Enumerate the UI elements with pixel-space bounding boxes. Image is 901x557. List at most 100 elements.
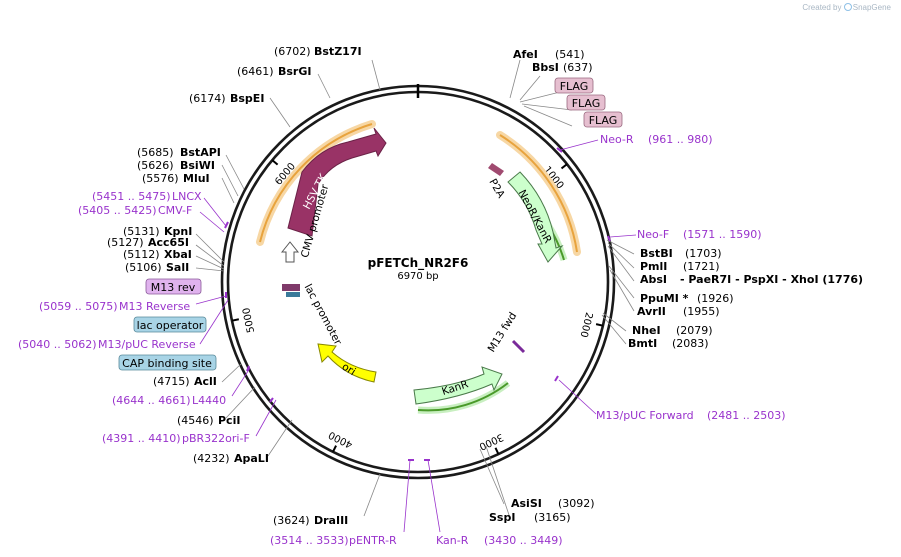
tick-group: 1000 2000 3000 4000 5000 6000 — [231, 159, 604, 455]
hsv-tk-feature[interactable] — [287, 127, 387, 237]
site-bsiwi[interactable]: BsiWI — [180, 159, 215, 172]
m13-fwd-marker — [511, 339, 526, 354]
brand-text: SnapGene — [852, 3, 891, 12]
site-bmti[interactable]: BmtI — [628, 337, 657, 350]
lac-operator-marker — [286, 292, 300, 297]
plasmid-length: 6970 bp — [397, 271, 438, 282]
tick-mark-6000 — [271, 159, 279, 166]
site-bstbi[interactable]: BstBI — [640, 247, 673, 260]
site-pos-bspei: (6174) — [189, 92, 226, 105]
created-by-text: Created by — [802, 3, 842, 12]
site-ppumi[interactable]: PpuMI * — [640, 292, 689, 305]
site-bsrgi[interactable]: BsrGI — [278, 65, 311, 78]
flag-box-1[interactable] — [554, 77, 594, 94]
site-asisi[interactable]: AsiSI — [511, 497, 542, 510]
primer-range-pentr-r: (3514 .. 3533) — [270, 534, 349, 547]
site-pos-draiii: (3624) — [273, 514, 310, 527]
orf-hsvtk-arrow — [259, 123, 373, 243]
site-bstapi[interactable]: BstAPI — [180, 146, 221, 159]
tick-mark-2000 — [595, 323, 604, 327]
site-xbai[interactable]: XbaI — [164, 248, 192, 261]
leader-lines — [195, 59, 635, 519]
site-pos-bmti: (2083) — [672, 337, 709, 350]
primer-m13-puc-forward[interactable]: M13/pUC Forward — [596, 409, 694, 422]
tick-label-2000: 2000 — [578, 311, 595, 338]
tick-label-5000: 5000 — [241, 307, 257, 334]
site-pcii[interactable]: PciI — [218, 414, 240, 427]
cap-binding-site-label: CAP binding site — [122, 357, 212, 370]
m13-fwd-label: M13 fwd — [486, 310, 520, 354]
backbone-inner-ring — [226, 90, 610, 474]
flag-box-2[interactable] — [566, 94, 606, 111]
primer-l4440[interactable]: L4440 — [192, 394, 226, 407]
primer-lncx[interactable]: LNCX — [172, 190, 202, 203]
site-acc65i[interactable]: Acc65I — [148, 236, 189, 249]
primer-m13-reverse[interactable]: M13 Reverse — [119, 300, 190, 313]
tick-mark-4000 — [332, 445, 337, 453]
site-pos-acli: (4715) — [153, 375, 190, 388]
site-apali[interactable]: ApaLI — [234, 452, 269, 465]
site-absi[interactable]: AbsI — [640, 273, 667, 286]
m13rev-site-marker — [282, 284, 300, 291]
primer-range-l4440: (4644 .. 4661) — [112, 394, 191, 407]
p2a-marker — [488, 163, 504, 176]
site-pos-xbai: (5112) — [123, 248, 160, 261]
site-bbsi[interactable]: BbsI — [532, 61, 559, 74]
tick-label-3000: 3000 — [477, 431, 505, 452]
site-pos-absi: - PaeR7I - PspXI - XhoI (1776) — [680, 273, 863, 286]
tick-mark-3000 — [494, 447, 500, 455]
site-pos-sali: (5106) — [125, 261, 162, 274]
snapgene-logo-icon — [843, 3, 852, 11]
lac-promoter-label: lac promoter — [302, 282, 344, 348]
flag-label-1: FLAG — [560, 80, 589, 93]
site-draiii[interactable]: DraIII — [314, 514, 348, 527]
cmv-promoter-arrow[interactable] — [280, 241, 300, 263]
primer-neo-f[interactable]: Neo-F — [637, 228, 669, 241]
primer-range-cmv-f: (5405 .. 5425) — [78, 204, 157, 217]
primer-range-neo-f: (1571 .. 1590) — [683, 228, 762, 241]
site-nhei[interactable]: NheI — [632, 324, 661, 337]
primer-kan-r[interactable]: Kan-R — [436, 534, 469, 547]
primer-range-neo-r: (961 .. 980) — [648, 133, 713, 146]
flag-box-3[interactable] — [583, 111, 623, 128]
flag-label-3: FLAG — [589, 114, 618, 127]
m13-rev-box[interactable] — [145, 278, 202, 295]
primer-range-m13-puc-reverse: (5040 .. 5062) — [18, 338, 97, 351]
site-mlui[interactable]: MluI — [183, 172, 210, 185]
ori-feature[interactable] — [317, 343, 377, 383]
site-kpni[interactable]: KpnI — [164, 225, 192, 238]
neor-kanr-feature[interactable] — [507, 171, 564, 263]
backbone-outer-ring — [220, 84, 616, 480]
orf-neor-arrow — [499, 134, 578, 253]
primer-range-m13-puc-forward: (2481 .. 2503) — [707, 409, 786, 422]
site-pos-bstapi: (5685) — [137, 146, 174, 159]
site-sali[interactable]: SalI — [166, 261, 189, 274]
site-pos-afei: (541) — [555, 48, 585, 61]
kanr-feature[interactable] — [413, 366, 503, 405]
primer-range-m13-reverse: (5059 .. 5075) — [39, 300, 118, 313]
site-pos-ppumi: (1926) — [697, 292, 734, 305]
primer-leader-lines — [195, 139, 637, 533]
site-pos-apali: (4232) — [193, 452, 230, 465]
lac-operator-box[interactable] — [133, 316, 207, 333]
primer-range-pbr322ori-f: (4391 .. 4410) — [102, 432, 181, 445]
primer-pentr-r[interactable]: pENTR-R — [349, 534, 397, 547]
site-bspei[interactable]: BspEI — [230, 92, 264, 105]
tick-label-4000: 4000 — [327, 429, 355, 450]
site-sspi[interactable]: SspI — [489, 511, 515, 524]
site-acli[interactable]: AclI — [194, 375, 217, 388]
primer-m13-puc-reverse[interactable]: M13/pUC Reverse — [98, 338, 196, 351]
primer-cmv-f[interactable]: CMV-F — [158, 204, 192, 217]
primer-pbr322ori-f[interactable]: pBR322ori-F — [182, 432, 250, 445]
primer-range-kan-r: (3430 .. 3449) — [484, 534, 563, 547]
site-pos-bbsi: (637) — [563, 61, 593, 74]
site-avrii[interactable]: AvrII — [637, 305, 666, 318]
site-afei[interactable]: AfeI — [513, 48, 538, 61]
site-bstz17i[interactable]: BstZ17I — [314, 45, 362, 58]
cap-binding-site-box[interactable] — [118, 354, 217, 371]
site-pos-bsiwi: (5626) — [137, 159, 174, 172]
primer-neo-r[interactable]: Neo-R — [600, 133, 634, 146]
site-pos-mlui: (5576) — [142, 172, 179, 185]
site-pmli[interactable]: PmlI — [640, 260, 667, 273]
